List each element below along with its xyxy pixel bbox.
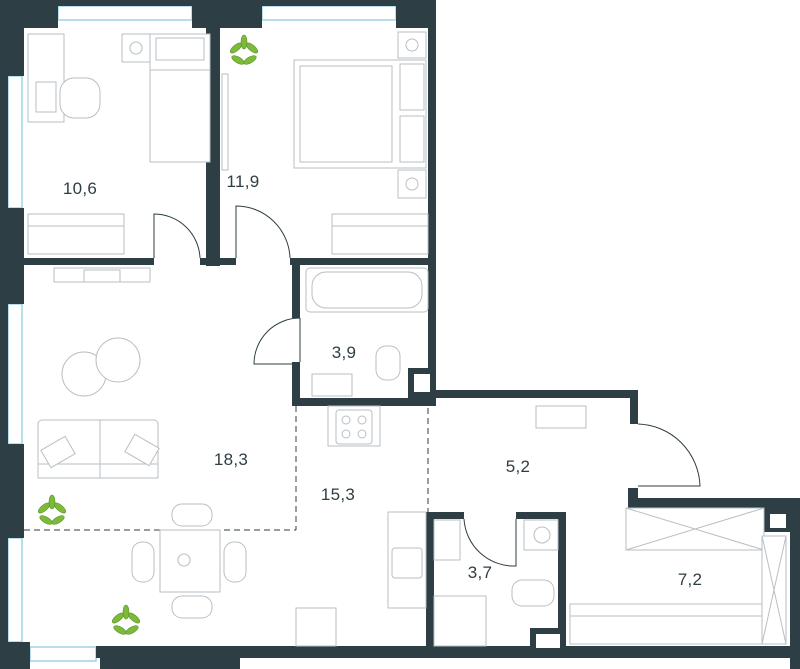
bed-double-pillow-2	[399, 115, 425, 163]
wall-right-lower-a	[628, 488, 638, 504]
wall-bath-bottom	[292, 398, 436, 406]
wardrobe-1	[27, 213, 125, 255]
boiler-dial	[533, 526, 551, 544]
wall-bedroom-stub	[200, 258, 236, 265]
area-bedroom-large: 11,9	[226, 172, 260, 191]
window-left-3	[7, 537, 23, 643]
area-bedroom-small: 10,6	[62, 179, 98, 198]
wall-bedrooms-divider2	[214, 28, 220, 266]
area-living: 18,3	[213, 450, 249, 469]
door-entrance	[637, 423, 701, 487]
door-bedroom2	[235, 205, 291, 259]
mirror-panel	[221, 73, 229, 171]
wall-bath-left-low	[292, 362, 300, 406]
lamp-3	[405, 177, 419, 191]
desk-chair	[59, 77, 101, 119]
door-bedroom1	[153, 213, 201, 259]
window-left-1	[7, 75, 23, 209]
bed-double-duvet	[299, 65, 393, 163]
toilet-bottom	[511, 579, 555, 607]
sink-top	[311, 373, 353, 397]
area-storage: 7,2	[677, 570, 703, 589]
wall-bath2-left	[426, 512, 434, 646]
dining-chair-top	[171, 503, 213, 527]
plant-living-icon	[38, 494, 66, 525]
area-hall: 5,2	[505, 457, 531, 476]
bathtub-inner	[311, 271, 423, 309]
monitor	[35, 81, 57, 113]
storage-shelf-top-x2	[625, 507, 765, 551]
kitchen-corner-unit	[295, 607, 337, 647]
toilet-top-tank	[375, 345, 401, 381]
area-bathroom-bottom: 3,7	[467, 563, 493, 582]
wall-bottom-left	[0, 642, 30, 669]
wall-step	[428, 390, 638, 398]
area-bathroom-top: 3,9	[331, 343, 357, 362]
wall-bedroom2-bottom	[290, 258, 436, 265]
door-bathroom-top	[253, 317, 301, 365]
shower-tray	[433, 595, 487, 647]
sink-bottom	[433, 519, 461, 561]
wall-bottom-block	[100, 655, 240, 669]
burner-2	[357, 415, 367, 425]
kitchen-sink	[391, 547, 423, 579]
furniture	[27, 31, 787, 647]
burner-3	[341, 429, 351, 439]
window-bottom	[29, 646, 97, 662]
shoe-rack	[535, 405, 587, 429]
area-kitchen: 15,3	[320, 485, 356, 504]
lamp-1	[129, 41, 143, 55]
wall-right-far	[790, 498, 800, 669]
plant-bedroom-icon	[230, 34, 258, 65]
lamp-2	[405, 38, 419, 52]
cushion-2	[124, 433, 160, 467]
window-left-2	[7, 303, 23, 445]
wardrobe-2	[331, 213, 429, 255]
coffee-table-small	[95, 337, 141, 383]
dining-chair-bottom	[171, 595, 213, 619]
storage-wardrobe	[569, 603, 763, 645]
burner-1	[341, 415, 351, 425]
burner-4	[357, 429, 367, 439]
cooktop	[335, 409, 373, 445]
tv	[83, 269, 121, 283]
wall-top-edge	[0, 0, 432, 6]
wall-accents	[414, 374, 786, 648]
doors	[153, 205, 701, 567]
wall-right-upper	[428, 0, 436, 398]
wall-bottom-main	[96, 646, 800, 658]
wall-bottom-hollow	[536, 634, 560, 648]
window-top-left	[57, 5, 193, 21]
plant-dining-icon	[112, 604, 140, 635]
dining-vase	[177, 553, 191, 567]
cushion-1	[40, 435, 76, 469]
wall-bath2-top2	[516, 512, 566, 519]
wall-shaft-hollow	[414, 374, 430, 392]
plants	[38, 34, 258, 635]
wall-bath-left	[292, 258, 300, 318]
wall-bath2-top	[426, 512, 464, 519]
wall-bedroom1-bottom	[24, 258, 154, 265]
wall-storage-hollow	[770, 514, 786, 528]
bed-single-pillow	[155, 37, 205, 61]
dining-chair-right	[223, 541, 247, 583]
wall-left-edge	[0, 0, 8, 669]
wall-right-step	[630, 390, 638, 424]
dining-chair-left	[131, 541, 155, 583]
wall-right-ledge	[628, 498, 800, 508]
wall-bath2-right	[558, 512, 566, 646]
door-bathroom-bottom	[463, 518, 517, 567]
bed-double-pillow-1	[399, 63, 425, 111]
window-top-right	[261, 5, 397, 21]
sofa-back	[37, 463, 159, 479]
storage-shelf-right-x2	[761, 535, 787, 645]
